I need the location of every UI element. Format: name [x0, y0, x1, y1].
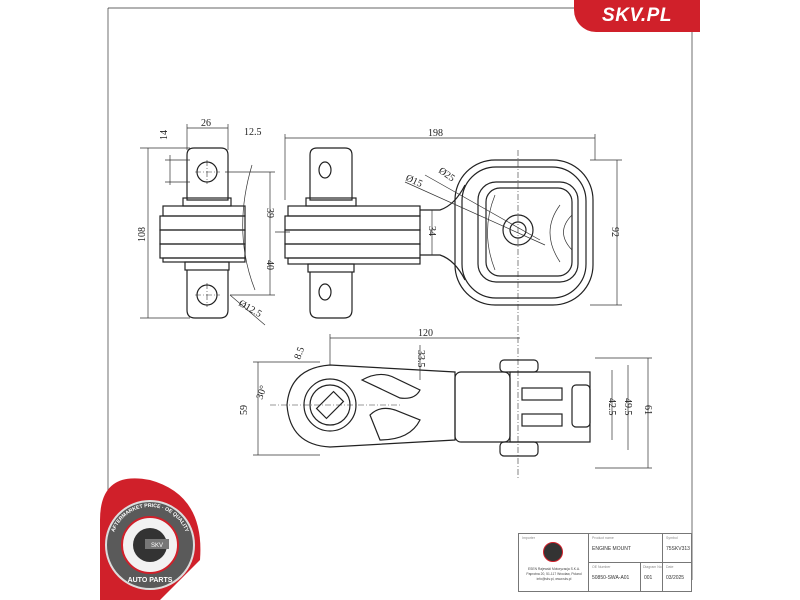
dim-dia-15: Ø15: [404, 173, 424, 190]
dim-198: 198: [428, 128, 443, 139]
dim-8-5: 8.5: [292, 346, 307, 362]
symbol-value: 75SKV313: [666, 546, 690, 552]
dim-dia-25: Ø25: [436, 165, 456, 184]
top-view: [284, 147, 594, 478]
oe-number-label: OE Number: [592, 565, 611, 569]
dim-dia-12-5: Ø12.5: [237, 298, 264, 320]
dim-26: 26: [201, 118, 211, 129]
dimension-lines: [140, 124, 652, 469]
dim-14: 14: [159, 130, 170, 140]
symbol-label: Symbol: [666, 536, 678, 540]
dim-42-5: 42.5: [606, 398, 617, 416]
dim-120: 120: [418, 328, 433, 339]
skv-logo[interactable]: SKV.PL: [574, 0, 700, 32]
dim-40: 40: [264, 260, 275, 270]
symbol-cell: Symbol 75SKV313: [663, 534, 691, 563]
dim-33-5: 33.5: [415, 350, 426, 368]
product-name: ENGINE MOUNT: [592, 546, 631, 552]
badge-bottom-text: AUTO PARTS: [128, 577, 173, 584]
oe-number-cell: OE Number 50850-SWA-A01: [589, 563, 641, 591]
importer-label: Importer: [522, 536, 536, 540]
product-name-cell: Product name ENGINE MOUNT: [589, 534, 663, 563]
importer-logo: [543, 542, 563, 562]
importer-line: ESEN Rajewski Motoryzacja S.K.A.: [527, 567, 581, 571]
diagram-no-cell: Diagram No 001: [641, 563, 663, 591]
dim-34: 34: [426, 226, 437, 236]
dim-30-deg: 30°: [254, 384, 269, 401]
title-block: Importer ESEN Rajewski Motoryzacja S.K.A…: [518, 533, 692, 592]
front-view: [270, 359, 591, 457]
date-cell: Date 03/2025: [663, 563, 691, 591]
importer-line: Paprotna 20, 51-117 Wrocław, Poland: [526, 572, 582, 576]
importer-address: ESEN Rajewski Motoryzacja S.K.A. Paprotn…: [521, 567, 587, 582]
oe-number: 50850-SWA-A01: [592, 575, 630, 581]
dim-49-5: 49.5: [622, 398, 633, 416]
dim-39: 39: [264, 208, 275, 218]
side-view-left: [159, 147, 256, 319]
badge-center-text: SKV: [151, 543, 163, 549]
skv-auto-parts-badge: AFTERMARKET PRICE · OE QUALITY SKV AUTO …: [100, 478, 201, 600]
dim-12-5: 12.5: [244, 127, 262, 138]
date-value: 03/2025: [666, 575, 685, 581]
dim-108: 108: [137, 227, 148, 242]
dim-59: 59: [239, 405, 250, 415]
drawing-frame: [108, 7, 693, 580]
dimension-labels: 14 26 12.5 198 108 39 40 Ø12.5 Ø15 Ø25 3…: [137, 118, 653, 416]
diagram-no-label: Diagram No: [643, 565, 662, 569]
importer-cell: Importer ESEN Rajewski Motoryzacja S.K.A…: [519, 534, 589, 591]
dim-92: 92: [609, 227, 620, 237]
diagram-no: 001: [644, 575, 653, 581]
product-name-label: Product name: [592, 536, 614, 540]
date-label: Date: [666, 565, 674, 569]
importer-line: info@skv.pl, www.skv.pl: [536, 577, 572, 581]
dim-61: 61: [642, 405, 653, 415]
